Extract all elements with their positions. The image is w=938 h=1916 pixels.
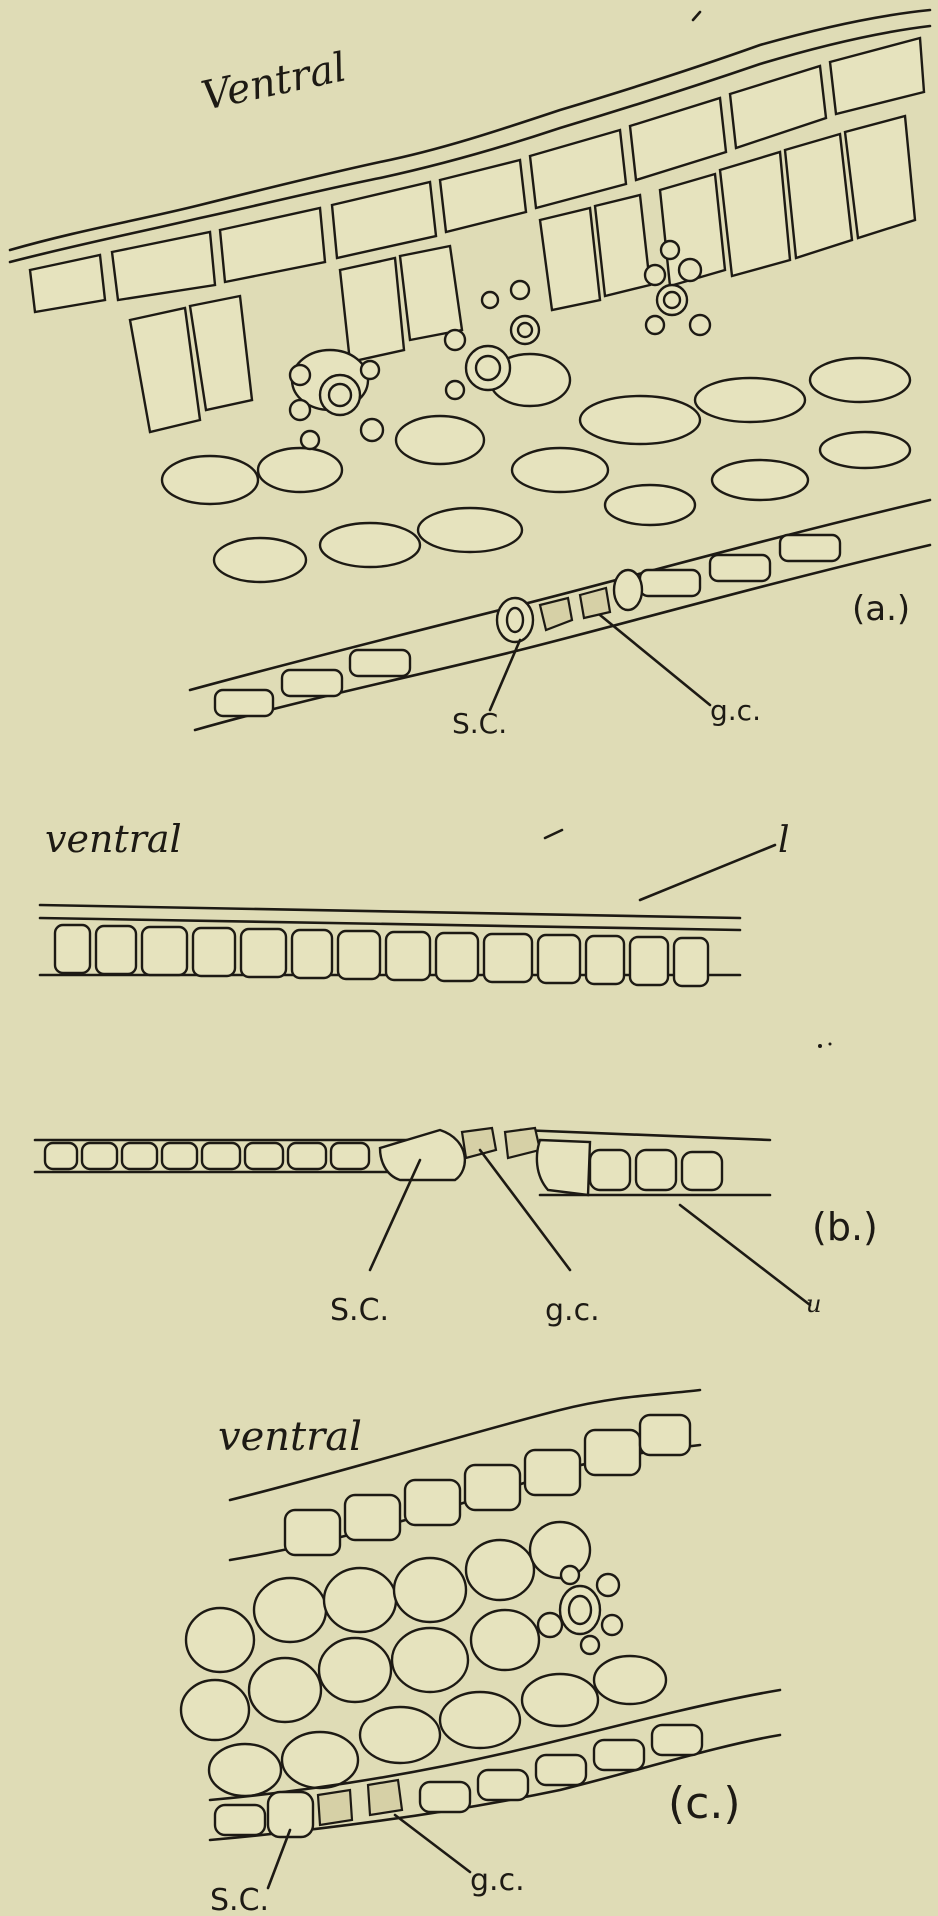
b-guard-cell-label: g.c. [545, 1293, 600, 1328]
a-orientation-label: Ventral [198, 44, 351, 119]
figure-c: ventral [181, 1390, 780, 1916]
b-panel-label: (b.) [812, 1205, 878, 1249]
b-lower-epidermis-top [35, 1130, 770, 1140]
c-vascular-bundle [538, 1566, 622, 1654]
c-stoma [268, 1780, 402, 1837]
b-cuticle [40, 905, 740, 918]
a-gc-pointer [600, 615, 710, 705]
c-gc-pointer [395, 1815, 470, 1872]
a-subsidiary-cell-label: S.C. [452, 707, 507, 740]
a-panel-label: (a.) [852, 589, 910, 629]
b-cuticle-label: l [778, 820, 790, 861]
b-upper-epidermis-cells [55, 925, 708, 986]
c-sc-pointer [268, 1830, 290, 1888]
a-guard-cell-label: g.c. [710, 694, 761, 727]
c-subsidiary-cell-label: S.C. [210, 1883, 269, 1916]
b-stoma [380, 1128, 590, 1195]
a-lower-epidermis-top [190, 500, 930, 690]
figure-b: ventral l [35, 817, 878, 1328]
a-sc-pointer [490, 640, 520, 710]
b-orientation-label: ventral [45, 817, 182, 861]
b-subsidiary-cell-label: S.C. [330, 1293, 389, 1328]
b-lower-pointer [680, 1205, 810, 1305]
b-lower-pointer-label: u [806, 1290, 821, 1318]
c-panel-label: (c.) [668, 1778, 741, 1829]
figure-a: Ventral S.C. g.c. (a.) [10, 10, 930, 740]
c-guard-cell-label: g.c. [470, 1863, 525, 1898]
a-lower-epidermis-bottom [195, 545, 930, 730]
c-orientation-label: ventral [218, 1414, 362, 1460]
a-vascular-bundle-1 [290, 361, 383, 449]
b-cuticle-pointer [640, 845, 775, 900]
